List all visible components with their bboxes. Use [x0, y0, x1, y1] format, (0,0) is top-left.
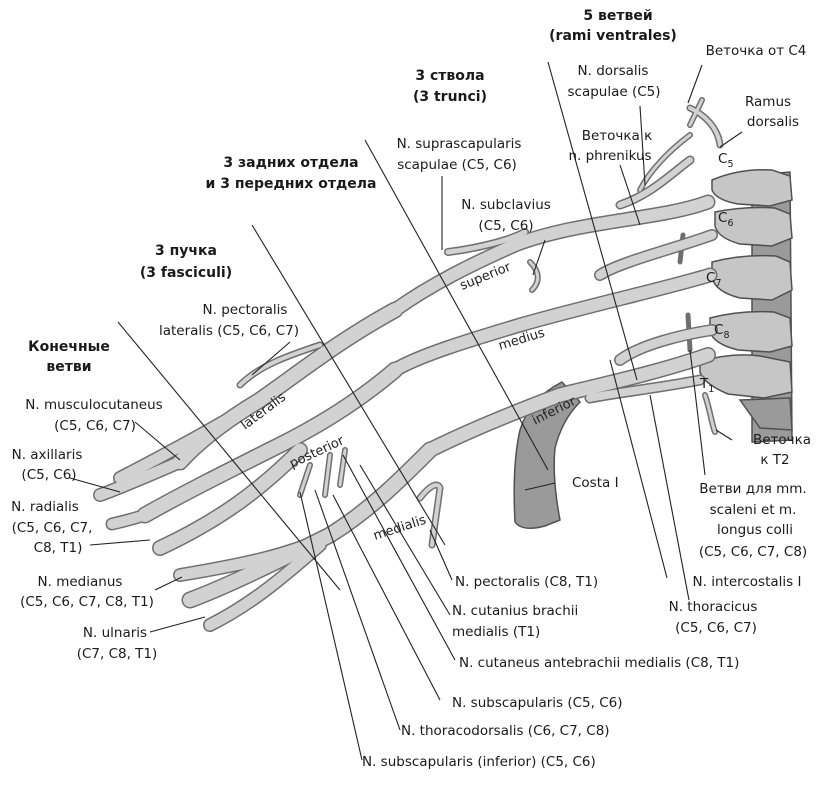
root-label-c6: C6 [718, 210, 733, 229]
vertebra-c7 [711, 254, 793, 301]
section-lines [117, 61, 638, 591]
label-pectoralis-lat-2: lateralis (C5, C6, C7) [159, 323, 299, 339]
root-label-t1: T1 [699, 376, 714, 395]
label-dorsalis-scapulae-2: scapulae (C5) [567, 84, 660, 100]
costa-i [513, 381, 582, 529]
vertebra-c6 [714, 206, 793, 247]
label-pectoralis-lat-1: N. pectoralis [203, 302, 288, 318]
root-label-c5: C5 [718, 151, 733, 170]
label-vetochka-t2-1: Веточка [753, 432, 811, 448]
label-intercostalis: N. intercostalis I [693, 574, 802, 590]
header-fasciculi-2: (3 fasciculi) [140, 265, 232, 281]
leader-lines [69, 64, 743, 761]
label-subclavius-2: (C5, C6) [478, 218, 533, 234]
label-suprascapularis-1: N. suprascapularis [397, 136, 522, 152]
label-radialis-2: (C5, C6, C7, [12, 520, 93, 536]
label-thoracicus-1: N. thoracicus [669, 599, 758, 615]
label-ulnaris-2: (C7, C8, T1) [77, 646, 158, 662]
label-musculocutaneus-2: (C5, C6, C7) [54, 418, 136, 434]
header-terminal-1: Конечные [28, 339, 110, 355]
label-ramus-dorsalis-2: dorsalis [747, 114, 799, 130]
label-dorsalis-scapulae-1: N. dorsalis [578, 63, 649, 79]
label-scaleni-4: (C5, C6, C7, C8) [699, 544, 807, 560]
label-scaleni-3: longus colli [717, 522, 793, 538]
label-vetochka-c4: Веточка от C4 [706, 43, 807, 59]
label-axillaris-2: (C5, C6) [21, 467, 76, 483]
label-subclavius-1: N. subclavius [461, 197, 551, 213]
header-trunci-2: (3 trunci) [413, 89, 487, 105]
label-cutaneus-brachii-1: N. cutanius brachii [452, 603, 578, 619]
header-rami-1: 5 ветвей [583, 8, 652, 24]
cord-label-medialis: medialis [372, 513, 429, 544]
header-trunci-1: 3 ствола [415, 68, 484, 84]
label-cutaneus-brachii-2: medialis (T1) [452, 624, 540, 640]
label-scaleni-1: Ветви для mm. [699, 481, 806, 497]
label-ramus-dorsalis-1: Ramus [745, 94, 791, 110]
root-label-c7: C7 [706, 270, 721, 289]
header-fasciculi-1: 3 пучка [155, 243, 217, 259]
label-axillaris-1: N. axillaris [12, 447, 83, 463]
vertebra-c8 [709, 310, 793, 353]
label-cutaneus-antebrachii: N. cutaneus antebrachii medialis (C8, T1… [459, 655, 739, 671]
label-vetochka-t2-2: к T2 [760, 452, 789, 468]
label-radialis-1: N. radialis [11, 499, 79, 515]
header-divisiones-2: и 3 передних отдела [206, 176, 377, 192]
label-thoracodorsalis: N. thoracodorsalis (C6, C7, C8) [401, 723, 610, 739]
root-label-c8: C8 [714, 322, 729, 341]
label-scaleni-2: scaleni et m. [710, 502, 797, 518]
label-ulnaris-1: N. ulnaris [83, 625, 147, 641]
label-radialis-3: C8, T1) [34, 540, 83, 556]
label-pectoralis-medialis: N. pectoralis (C8, T1) [455, 574, 598, 590]
header-divisiones-1: 3 задних отдела [223, 155, 358, 171]
label-musculocutaneus-1: N. musculocutaneus [25, 397, 162, 413]
costa-label: Costa I [572, 475, 619, 491]
label-thoracicus-2: (C5, C6, C7) [675, 620, 757, 636]
label-vetochka-phrenikus-1: Веточка к [582, 128, 653, 144]
label-medianus-1: N. medianus [38, 574, 123, 590]
vertebral-column [699, 168, 793, 443]
vertebra-c5 [711, 168, 793, 207]
label-subscapularis: N. subscapularis (C5, C6) [452, 695, 623, 711]
label-suprascapularis-2: scapulae (C5, C6) [397, 157, 517, 173]
plexus-nerves-inner [94, 98, 722, 631]
label-vetochka-phrenikus-2: n. phrenikus [568, 148, 651, 164]
header-terminal-2: ветви [46, 359, 91, 375]
label-subscapularis-inferior: N. subscapularis (inferior) (C5, C6) [362, 754, 596, 770]
header-rami-2: (rami ventrales) [549, 28, 677, 44]
label-medianus-2: (C5, C6, C7, C8, T1) [20, 594, 154, 610]
